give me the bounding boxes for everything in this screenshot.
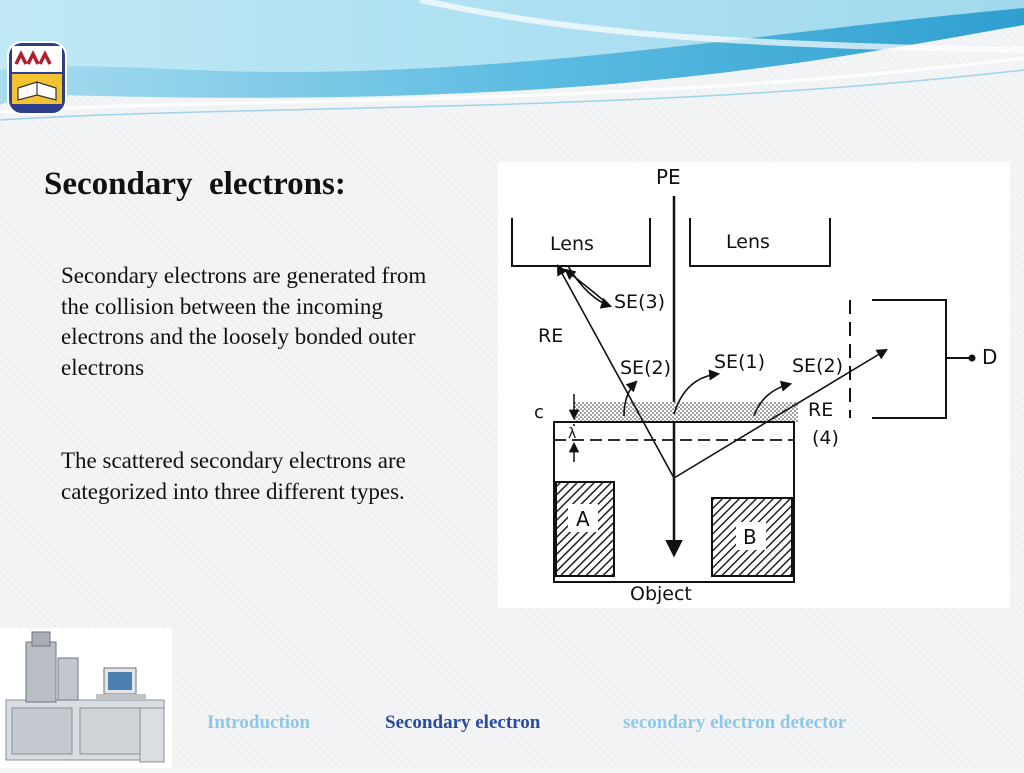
label-re: RE xyxy=(538,325,563,347)
nav-link-secondary-electron-detector[interactable]: secondary electron detector xyxy=(623,712,847,733)
university-logo xyxy=(7,41,67,115)
label-block-a: A xyxy=(576,507,590,531)
paragraph-generation: Secondary electrons are generated from t… xyxy=(61,263,427,380)
re-left-path xyxy=(556,264,675,479)
paragraph-categories: The scattered secondary electrons are ca… xyxy=(61,448,406,504)
lens-left-shape xyxy=(511,218,651,267)
label-re4-line1: RE xyxy=(808,399,833,421)
label-pe: PE xyxy=(656,165,681,189)
slide-title: Secondary electrons: xyxy=(44,166,346,202)
label-lens-left: Lens xyxy=(550,233,594,255)
lens-right-shape xyxy=(689,218,831,267)
se2-right-arrow xyxy=(753,380,793,417)
sem-machine-illustration xyxy=(0,628,172,768)
diagram-svg: PE Lens Lens SE(3) RE SE(2) SE(1) SE(2) … xyxy=(511,165,997,605)
nav-link-introduction[interactable]: Introduction xyxy=(207,712,311,733)
detector-terminal xyxy=(968,354,976,362)
sem-instrument-image xyxy=(0,628,172,768)
surface-layer xyxy=(574,402,798,422)
secondary-electron-diagram: PE Lens Lens SE(3) RE SE(2) SE(1) SE(2) … xyxy=(498,162,1010,608)
label-se1: SE(1) xyxy=(714,351,765,373)
label-block-b: B xyxy=(743,525,757,549)
se2-left-arrow xyxy=(623,380,638,417)
label-lambda: λ xyxy=(568,426,576,442)
header-wave-decoration xyxy=(0,0,1024,121)
label-c: c xyxy=(534,402,544,423)
se1-arrow xyxy=(673,369,721,415)
label-re4-line2: (4) xyxy=(812,427,839,449)
label-se2-right: SE(2) xyxy=(792,355,843,377)
nav-link-secondary-electron[interactable]: Secondary electron xyxy=(385,712,541,733)
label-se2-left: SE(2) xyxy=(620,357,671,379)
label-lens-right: Lens xyxy=(726,231,770,253)
label-object: Object xyxy=(630,583,692,605)
detector-bracket xyxy=(872,299,947,419)
label-detector: D xyxy=(982,345,997,369)
label-se3: SE(3) xyxy=(614,291,665,313)
